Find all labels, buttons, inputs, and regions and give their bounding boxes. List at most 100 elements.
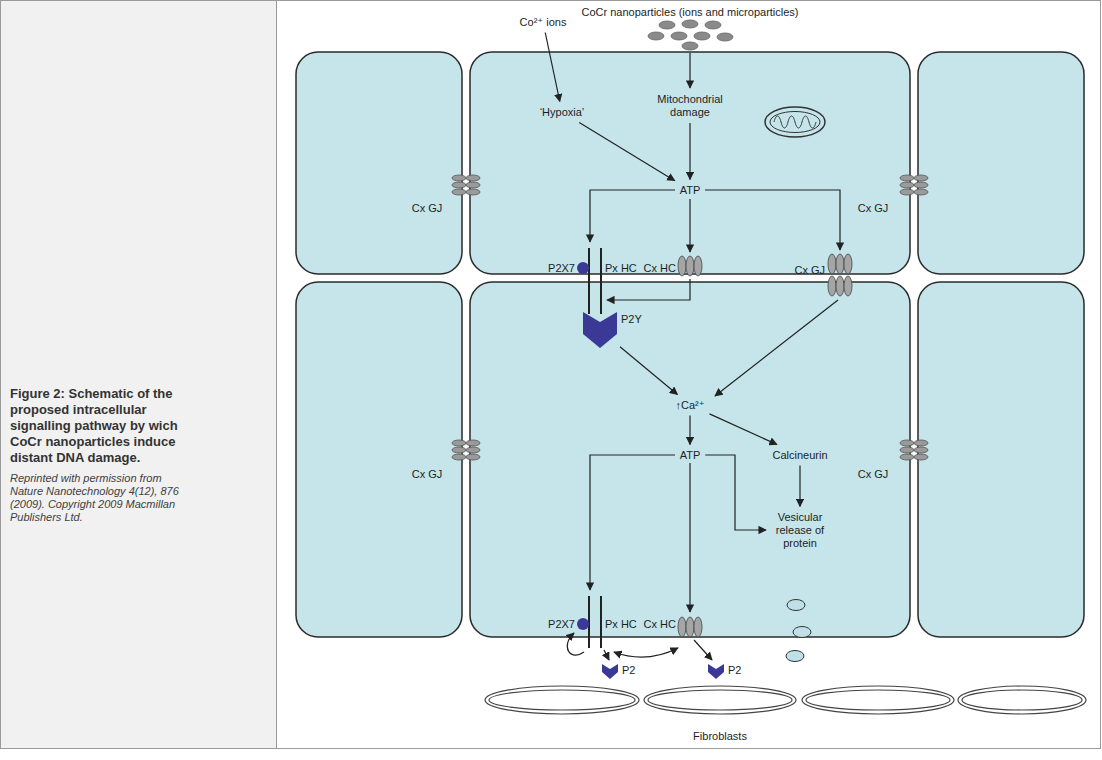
signal-arrow [579,123,674,181]
connexin [466,189,480,195]
part-label: Cx GJ [794,264,825,277]
mitochondrion-inner [770,112,820,133]
connexin [900,175,914,181]
particle [717,33,733,41]
flow-arrow [604,650,609,660]
flow-arrow [607,279,690,300]
mitochondrion-outer [765,107,825,137]
signal-arrow [545,33,560,102]
pathway-step: Co²⁺ ions [518,15,569,30]
connexin [678,256,686,276]
flow-arrow [590,455,675,590]
pathway-step: Vesicular release of protein [769,510,831,551]
p2-receptor [708,664,724,679]
cell [918,282,1084,637]
node-text: ‘Hypoxia’ [540,106,585,119]
cell [296,282,462,637]
exchange-arrow [614,648,678,657]
fibroblast-cell [644,686,796,714]
node-text: ATP [680,449,701,462]
pannexin-bar [600,596,602,648]
cell [470,282,910,637]
fibroblast-cell [648,690,792,710]
part-label: Cx GJ [858,468,889,481]
connexin [452,447,466,453]
particle [671,32,687,40]
connexin [452,189,466,195]
release-arrows [567,633,712,660]
gap-junction [452,175,928,460]
flow-arrow [689,53,690,88]
hemichannel [678,256,702,276]
caption-block: Figure 2: Schematic of the proposed intr… [10,386,196,466]
fibroblast-cell [802,686,954,714]
connexin [914,447,928,453]
part-label: Fibroblasts [693,730,747,743]
pannexin-bar [588,248,590,314]
cell [918,52,1084,274]
hemichannel [678,617,702,637]
flow-arrow [689,199,690,252]
connexin [914,189,928,195]
flow-arrow [705,190,840,250]
part-label: P2 [728,664,741,677]
node-text: ↑Ca²⁺ [675,399,704,412]
connexin [452,440,466,446]
pathway-step: Calcineurin [770,448,829,463]
autocrine-arrow [567,633,584,655]
connexin [452,175,466,181]
p2x7-receptor [577,618,589,630]
reprint-note: Reprinted with permission from Nature Na… [10,472,196,524]
connexin [678,617,686,637]
vesicle [793,627,811,638]
pathway-step: Mitochondrial damage [648,92,732,120]
connexin [914,182,928,188]
part-label: P2X7 [548,618,575,631]
node-text: P2Y [621,313,642,326]
fibroblast-cell [485,686,639,714]
particle [705,21,721,29]
mitochondrion [765,107,825,137]
connexin [900,189,914,195]
pannexin-bar [600,248,602,314]
vesicles [786,600,811,662]
flow-arrow [715,300,838,396]
node-text: Vesicular release of protein [771,511,829,550]
connexin [686,617,694,637]
part-label: Cx HC [644,262,676,275]
connexin [466,454,480,460]
connexin [844,276,852,296]
connexin [466,182,480,188]
signal-arrow [705,455,766,530]
connexin [900,182,914,188]
connexin [844,254,852,274]
connexin [900,454,914,460]
caption-panel [1,1,277,749]
part-label: Cx GJ [412,468,443,481]
pathway-step: ATP [678,448,703,463]
connexin [914,440,928,446]
part-label: Cx GJ [412,202,443,215]
cell [470,52,910,274]
fibroblast-cell [962,690,1082,710]
p2-receptor [602,664,618,679]
part-label: P2 [622,664,635,677]
node-text: Calcineurin [772,449,827,462]
connexin [900,440,914,446]
connexin [914,175,928,181]
gap-junction [828,254,852,296]
connexin [828,254,836,274]
connexin [828,276,836,296]
connexin [836,254,844,274]
signal-arrow [710,414,777,445]
node-text: Co²⁺ ions [520,16,567,29]
connexin [466,447,480,453]
pathway-step: ATP [678,183,703,198]
cristae [774,116,816,128]
signal-arrow [620,347,677,395]
nanoparticles [648,20,733,50]
vesicle [786,651,804,662]
signal-arrow [689,416,690,445]
part-label: Px HC [605,618,637,631]
part-label: P2X7 [548,262,575,275]
